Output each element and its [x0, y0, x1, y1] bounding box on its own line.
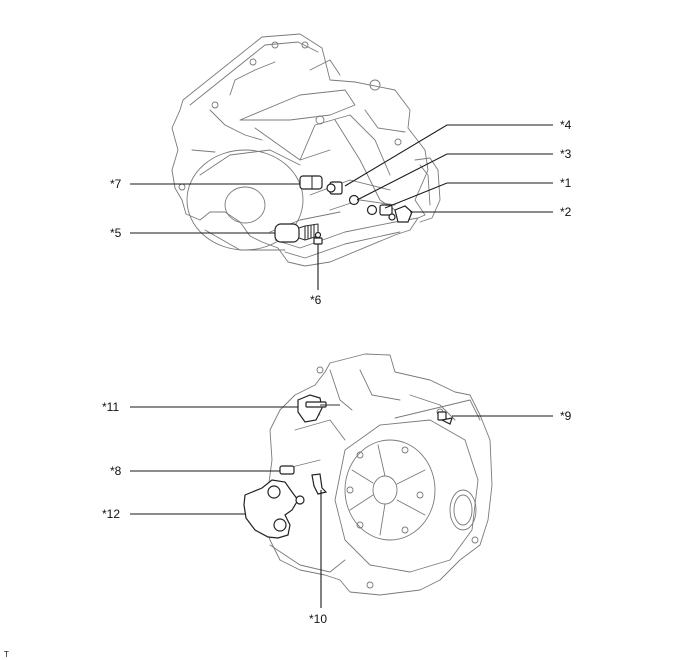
- upper-leader-lines: [130, 124, 553, 290]
- callout-10: *10: [309, 612, 328, 626]
- callout-9: *9: [560, 409, 572, 423]
- callout-8: *8: [110, 464, 122, 478]
- callout-12: *12: [102, 507, 121, 521]
- callout-11: *11: [102, 400, 120, 414]
- callout-5: *5: [110, 226, 122, 240]
- callout-3: *3: [560, 147, 572, 161]
- callout-4: *4: [560, 118, 572, 132]
- callout-7: *7: [110, 177, 122, 191]
- callout-2: *2: [560, 205, 572, 219]
- lower-leader-lines: [130, 406, 553, 608]
- callout-6: *6: [310, 293, 322, 307]
- callout-1: *1: [560, 176, 572, 190]
- lower-transmission-illustration: [243, 353, 493, 596]
- illustration-code: T: [4, 650, 9, 659]
- upper-transmission-illustration: [171, 33, 441, 267]
